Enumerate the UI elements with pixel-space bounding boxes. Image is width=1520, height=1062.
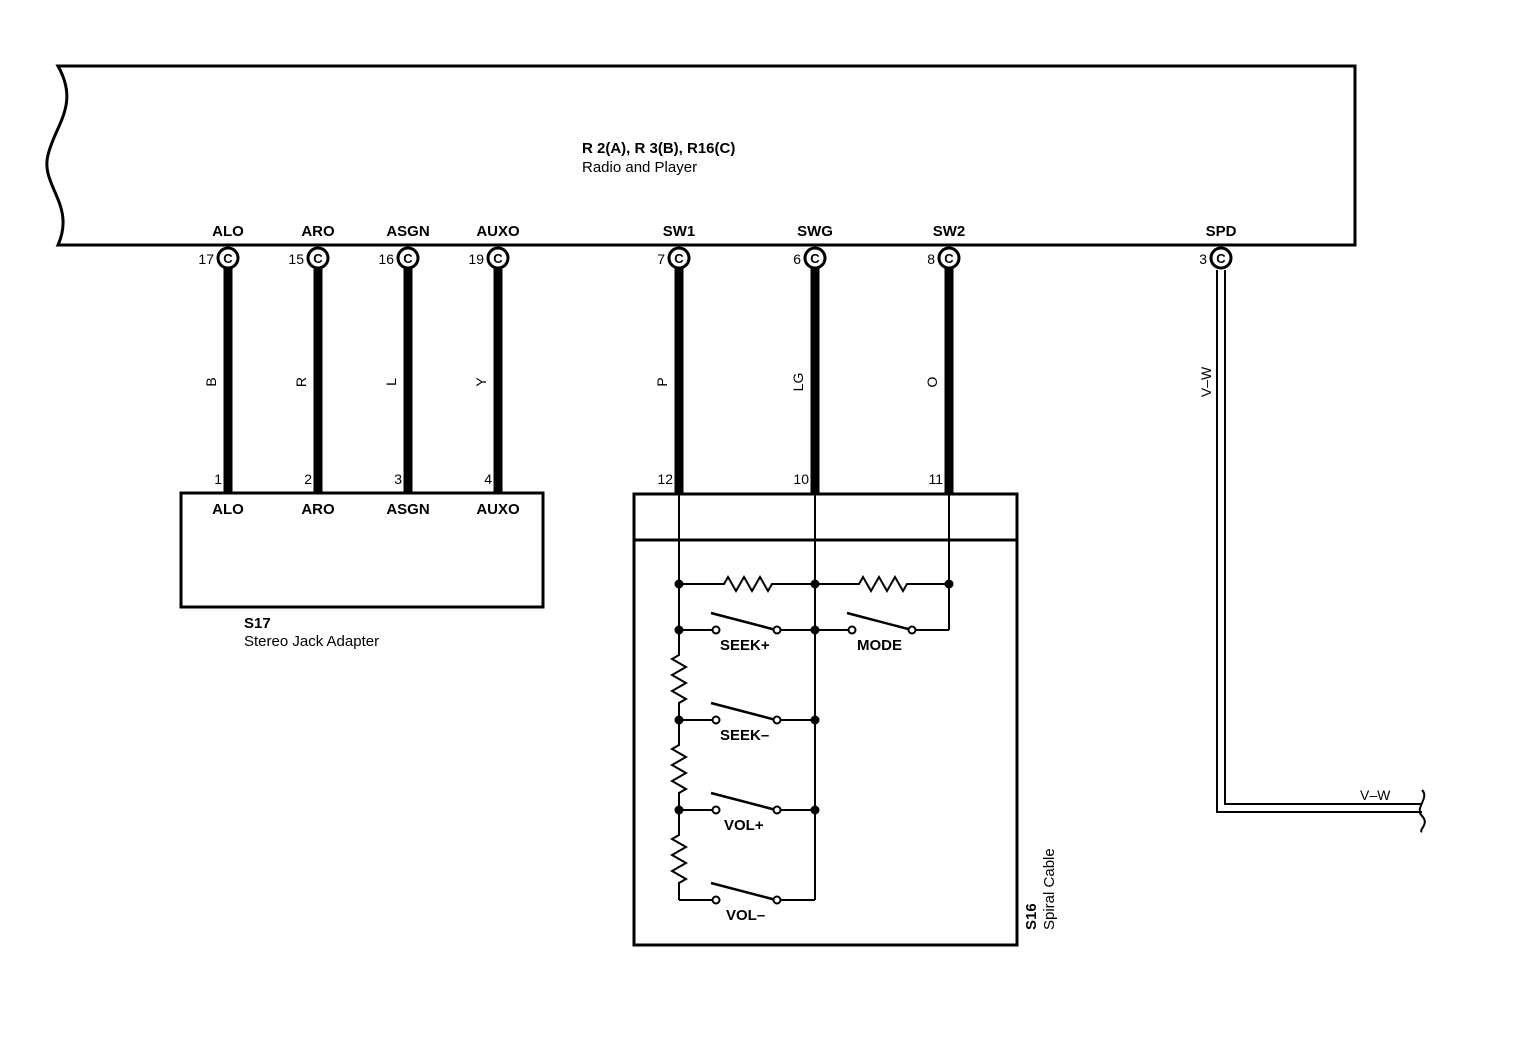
wire-color-label: R [293, 377, 309, 387]
stereo-jack-adapter-box [179, 491, 545, 609]
vol-plus-contact-b [772, 805, 782, 815]
terminal-pin-number: 16 [378, 251, 394, 267]
terminal-pin-number: 7 [657, 251, 665, 267]
connector-letter: C [223, 251, 233, 266]
junction-dot [810, 625, 820, 635]
vol-minus-blade [710, 881, 777, 902]
connector-letter: C [944, 251, 954, 266]
mode-contact-b [907, 625, 917, 635]
wire-end-pin-number: 3 [394, 471, 402, 487]
switch-label-mode: MODE [857, 637, 902, 654]
wire-color-label: L [383, 378, 399, 386]
connector-letter: C [1216, 251, 1226, 266]
spiral-cable-id: S16 [1023, 903, 1040, 930]
vol-plus-blade [710, 791, 777, 812]
spiral-cable-box [632, 492, 1019, 947]
connector-circle [1209, 246, 1233, 270]
terminal-pin-number: 19 [468, 251, 484, 267]
spd-wire-color-label: V–W [1360, 787, 1391, 803]
wire-end-pin-number: 1 [214, 471, 222, 487]
terminal-signal-sw1: SW1 [663, 223, 696, 240]
seek-plus-contact-a [711, 625, 721, 635]
junction-dot [674, 715, 684, 725]
jack-pin-label-alo: ALO [212, 501, 244, 518]
wire-end-pin-number: 12 [657, 471, 673, 487]
junction-dot [674, 579, 684, 589]
seek-plus-contact-b [772, 625, 782, 635]
mode-blade [846, 611, 913, 632]
connector-letter: C [493, 251, 503, 266]
terminal-pin-number: 6 [793, 251, 801, 267]
wire-color-label: V–W [1198, 366, 1214, 397]
spiral-cable-name: Spiral Cable [1041, 848, 1058, 930]
connector-letter: C [674, 251, 684, 266]
connector-letter: C [313, 251, 323, 266]
stereo-jack-name: Stereo Jack Adapter [244, 633, 379, 650]
wire-end-pin-number: 11 [928, 471, 943, 487]
junction-dot [674, 805, 684, 815]
seek-minus-contact-a [711, 715, 721, 725]
wire-end-pin-number: 10 [793, 471, 809, 487]
junction-dot [810, 805, 820, 815]
jack-pin-label-asgn: ASGN [386, 501, 429, 518]
radio-title: R 2(A), R 3(B), R16(C) [582, 140, 735, 157]
connector-letter: C [403, 251, 413, 266]
switch-label-vol-plus: VOL+ [724, 817, 764, 834]
terminal-signal-alo: ALO [212, 223, 244, 240]
jack-pin-label-auxo: AUXO [476, 501, 520, 518]
junction-dot [810, 579, 820, 589]
vol-minus-contact-a [711, 895, 721, 905]
seek-plus-blade [710, 611, 777, 632]
junction-dot [810, 715, 820, 725]
connector-letter: C [810, 251, 820, 266]
wire-color-label: P [654, 377, 670, 386]
terminal-pin-number: 17 [198, 251, 214, 267]
ladder-resistor-3 [669, 810, 689, 900]
seek-minus-contact-b [772, 715, 782, 725]
jack-pin-label-aro: ARO [301, 501, 335, 518]
terminal-pin-number: 15 [288, 251, 304, 267]
seek-minus-blade [710, 701, 777, 722]
vol-plus-contact-a [711, 805, 721, 815]
switch-label-seek-plus: SEEK+ [720, 637, 770, 654]
wire-color-label: B [203, 377, 219, 386]
terminal-signal-swg: SWG [797, 223, 833, 240]
terminal-signal-sw2: SW2 [933, 223, 966, 240]
spiral-cable [632, 492, 1019, 947]
resistor-1 [679, 574, 815, 594]
radio-terminals: ALOC17B1AROC15R2ASGNC16L3AUXOC19Y4SW1C7P… [198, 223, 1237, 494]
terminal-signal-asgn: ASGN [386, 223, 429, 240]
wire-color-label: Y [473, 377, 489, 387]
mode-contact-a [847, 625, 857, 635]
ladder-resistor-2 [669, 720, 689, 810]
resistor-2 [815, 574, 949, 594]
wire-continuation-icon [1418, 789, 1426, 833]
spd-wire [1216, 270, 1422, 813]
junction-dot [674, 625, 684, 635]
ladder-resistor-1 [669, 630, 689, 720]
wire-color-label: O [924, 376, 940, 387]
vol-minus-contact-b [772, 895, 782, 905]
terminal-signal-auxo: AUXO [476, 223, 520, 240]
junction-dot [944, 579, 954, 589]
terminal-signal-aro: ARO [301, 223, 335, 240]
stereo-jack-pin-labels: ALO ARO ASGN AUXO [212, 501, 520, 518]
switch-label-vol-minus: VOL– [726, 907, 765, 924]
radio-subtitle: Radio and Player [582, 159, 697, 176]
radio-player-box [45, 64, 1357, 247]
switch-label-seek-minus: SEEK– [720, 727, 769, 744]
stereo-jack-id: S17 [244, 615, 271, 632]
terminal-signal-spd: SPD [1206, 223, 1237, 240]
wire-end-pin-number: 2 [304, 471, 312, 487]
wire-color-label: LG [790, 373, 806, 392]
terminal-pin-number: 8 [927, 251, 935, 267]
wire-end-pin-number: 4 [484, 471, 492, 487]
junction-dots [674, 579, 954, 815]
terminal-pin-number: 3 [1199, 251, 1207, 267]
